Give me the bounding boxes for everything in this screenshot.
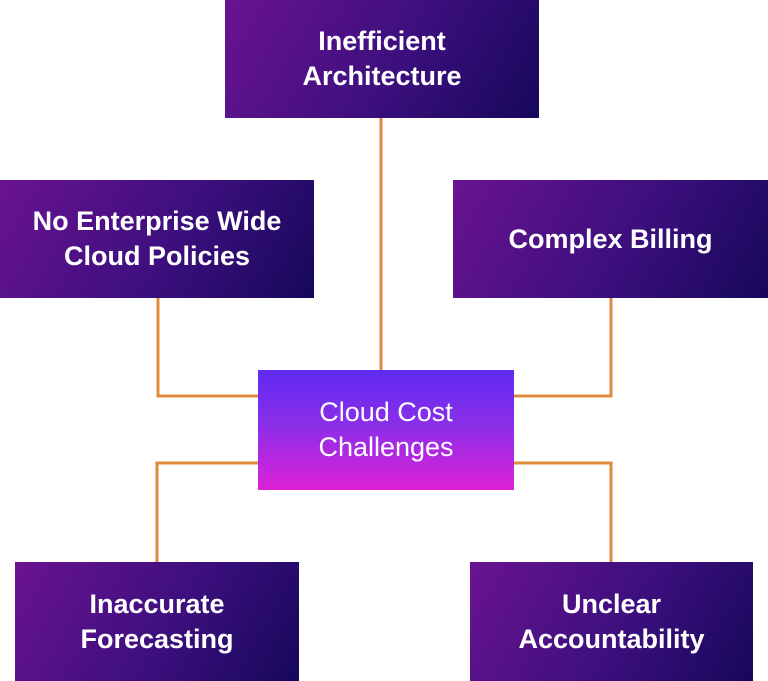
connector-top-right: [514, 298, 613, 398]
node-inefficient-architecture: Inefficient Architecture: [225, 0, 539, 118]
node-inaccurate-forecasting: Inaccurate Forecasting: [15, 562, 299, 681]
node-cloud-cost-challenges: Cloud Cost Challenges: [258, 370, 514, 490]
center-node-label: Cloud Cost Challenges: [318, 397, 454, 462]
node-label: No Enterprise Wide Cloud Policies: [32, 206, 282, 271]
node-no-enterprise-wide-cloud-policies: No Enterprise Wide Cloud Policies: [0, 180, 314, 298]
connector-bottom-left: [155, 461, 258, 562]
node-label: Inefficient Architecture: [302, 26, 462, 91]
connector-top-left: [156, 298, 258, 398]
node-complex-billing: Complex Billing: [453, 180, 768, 298]
connector-bottom-right: [514, 461, 613, 562]
node-unclear-accountability: Unclear Accountability: [470, 562, 753, 681]
node-label: Unclear Accountability: [518, 588, 705, 654]
node-label: Inaccurate Forecasting: [80, 588, 234, 654]
node-label: Complex Billing: [508, 223, 713, 254]
